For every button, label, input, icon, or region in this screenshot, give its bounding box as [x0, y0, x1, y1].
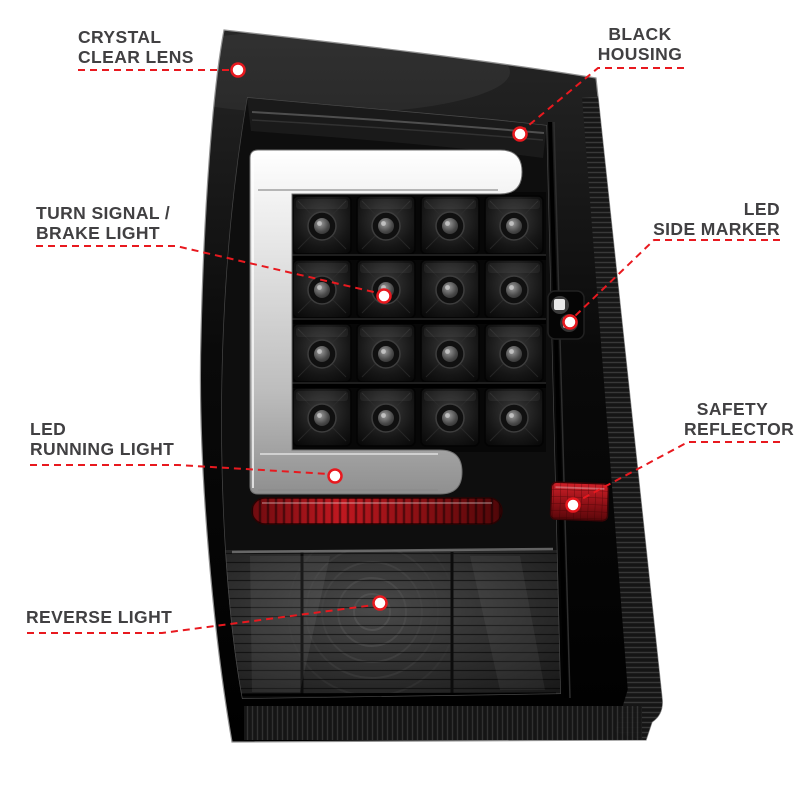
led-light-bar	[249, 149, 523, 495]
callout-label-line: LED	[30, 419, 67, 439]
callout-line-black-housing	[522, 67, 684, 131]
callout-label-line: TURN SIGNAL /	[36, 203, 171, 223]
lens-reflection-line	[251, 111, 545, 134]
callout-label-led-side-marker: LED SIDE MARKER	[650, 199, 780, 239]
callout-markers	[230, 62, 581, 611]
callout-marker-reverse-light	[372, 595, 388, 611]
callout-marker-led-side-marker	[562, 314, 578, 330]
callout-label-safety-reflector: SAFETY REFLECTOR	[684, 399, 795, 439]
callout-line-reverse-light	[27, 604, 375, 634]
callout-line-turn-signal-brake-light	[36, 245, 379, 294]
lens-housing-seam	[548, 121, 568, 699]
callout-marker-turn-signal-brake-light	[376, 288, 392, 304]
callout-label-black-housing: BLACK HOUSING	[594, 24, 686, 64]
lens-interior	[221, 97, 561, 699]
callout-label-line: RUNNING LIGHT	[30, 439, 175, 459]
callout-marker-black-housing	[512, 126, 528, 142]
callout-label-turn-signal-brake-light: TURN SIGNAL / BRAKE LIGHT	[36, 203, 170, 243]
callout-marker-crystal-clear-lens	[230, 62, 246, 78]
callout-label-line: BRAKE LIGHT	[36, 223, 160, 243]
lens-edge-highlight	[221, 97, 561, 699]
lens-reflection-line	[251, 119, 544, 141]
side-marker-leds	[547, 290, 585, 340]
callout-label-line: LED	[743, 199, 780, 219]
callout-lines	[27, 67, 780, 634]
callout-marker-safety-reflector	[565, 497, 581, 513]
led-grid	[290, 192, 546, 452]
callout-label-line: REVERSE LIGHT	[26, 607, 173, 627]
callout-label-line: CLEAR LENS	[78, 47, 194, 67]
callout-label-line: SIDE MARKER	[653, 219, 780, 239]
callout-label-crystal-clear-lens: CRYSTAL CLEAR LENS	[78, 27, 194, 67]
callout-label-line: CRYSTAL	[78, 27, 162, 47]
callout-label-led-running-light: LED RUNNING LIGHT	[30, 419, 174, 459]
callout-marker-led-running-light	[327, 468, 343, 484]
red-reflector-strip	[251, 497, 503, 525]
callout-label-line: REFLECTOR	[684, 419, 795, 439]
callout-label-line: SAFETY	[696, 399, 769, 419]
callout-line-led-running-light	[30, 464, 330, 475]
reverse-light-lens	[222, 547, 560, 697]
callout-line-led-side-marker	[573, 239, 780, 318]
callout-label-line: HOUSING	[597, 44, 683, 64]
callout-line-safety-reflector	[577, 441, 780, 502]
callout-label-reverse-light: REVERSE LIGHT	[26, 607, 172, 627]
callout-label-line: BLACK	[608, 24, 672, 44]
